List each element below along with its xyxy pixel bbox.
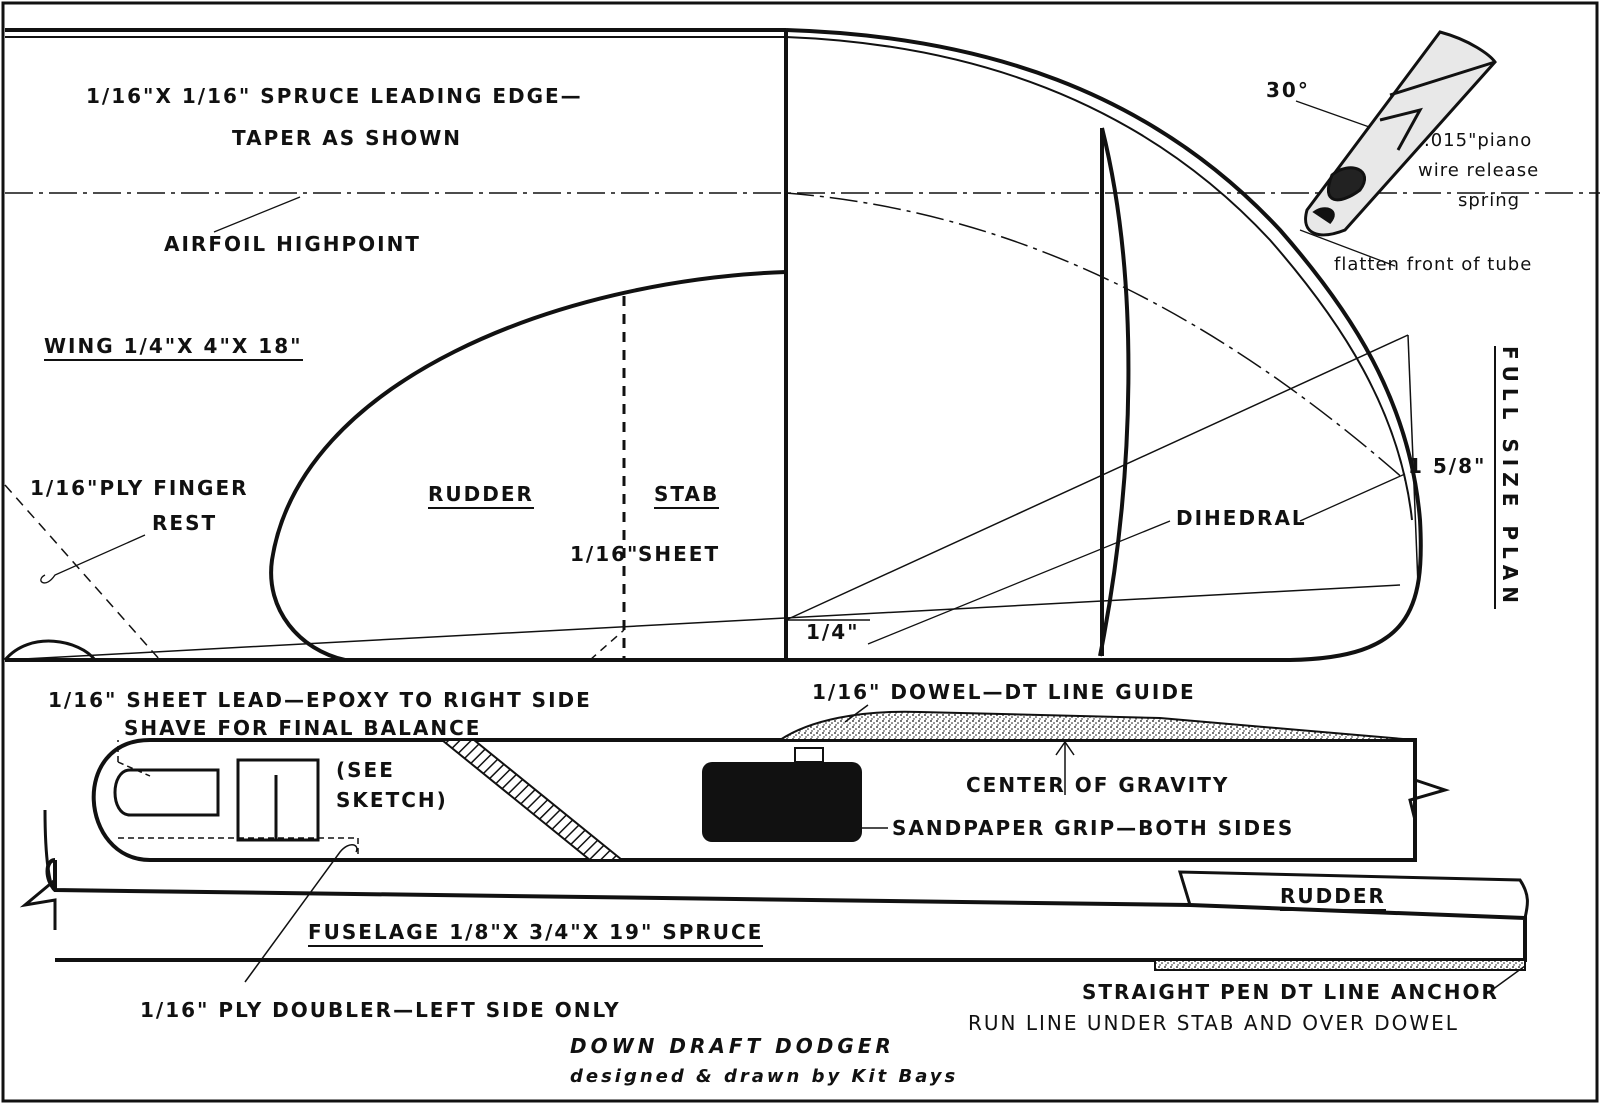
dihedral-lines bbox=[4, 334, 1419, 661]
wire-label-3: spring bbox=[1458, 190, 1521, 211]
leader-lines-top bbox=[40, 100, 1421, 645]
sandpaper-grip bbox=[702, 762, 862, 842]
wire-label-2: wire release bbox=[1418, 160, 1540, 181]
dowel-label: 1/16" DOWEL—DT LINE GUIDE bbox=[812, 680, 1196, 704]
designer-credit: designed & drawn by Kit Bays bbox=[570, 1066, 959, 1087]
pen-anchor-label: STRAIGHT PEN DT LINE ANCHOR bbox=[1082, 980, 1499, 1004]
rudder-bottom-label: RUDDER bbox=[1280, 886, 1386, 911]
sheet-size-label: 1/16" bbox=[570, 542, 640, 566]
flatten-tube-label: flatten front of tube bbox=[1334, 254, 1533, 275]
hatched-doubler-strip bbox=[439, 739, 625, 861]
plan-title: DOWN DRAFT DODGER bbox=[570, 1034, 895, 1058]
leading-edge-label: 1/16"X 1/16" SPRUCE LEADING EDGE— bbox=[86, 84, 583, 108]
release-spring-sketch bbox=[1304, 30, 1497, 237]
see-sketch-label-1: (SEE bbox=[336, 758, 395, 782]
wing-spec-label: WING 1/4"X 4"X 18" bbox=[44, 336, 303, 361]
fuselage-outline bbox=[43, 738, 1529, 962]
wire-label-1: .015"piano bbox=[1424, 130, 1533, 151]
sandpaper-grip-label: SANDPAPER GRIP—BOTH SIDES bbox=[892, 816, 1295, 840]
finger-rest bbox=[3, 484, 161, 661]
run-line-label: RUN LINE UNDER STAB AND OVER DOWEL bbox=[968, 1011, 1459, 1035]
stab-label: STAB bbox=[654, 484, 720, 509]
wing-outline bbox=[5, 28, 1423, 662]
break-symbols bbox=[19, 778, 1451, 930]
sheet-label: SHEET bbox=[638, 542, 721, 566]
fuselage-spec-label: FUSELAGE 1/8"X 3/4"X 19" SPRUCE bbox=[308, 922, 764, 947]
angle-label: 30° bbox=[1266, 78, 1310, 102]
see-sketch-label-2: SKETCH) bbox=[336, 788, 448, 812]
dt-clip bbox=[794, 747, 824, 763]
center-of-gravity-label: CENTER OF GRAVITY bbox=[966, 773, 1230, 797]
airfoil-highpoint-label: AIRFOIL HIGHPOINT bbox=[164, 232, 421, 256]
full-size-plan-label: FULL SIZE PLAN bbox=[1494, 346, 1522, 609]
ply-doubler-label: 1/16" PLY DOUBLER—LEFT SIDE ONLY bbox=[140, 998, 621, 1022]
leader-lines-bottom bbox=[244, 704, 1526, 996]
five-eighths-label: 1 5/8" bbox=[1408, 454, 1487, 478]
finger-rest-label-1: 1/16"PLY FINGER bbox=[30, 476, 249, 500]
dihedral-label: DIHEDRAL bbox=[1176, 506, 1307, 530]
rudder-top-label: RUDDER bbox=[428, 484, 534, 509]
pen-anchor bbox=[1154, 959, 1526, 971]
rudder-stab-panel bbox=[269, 270, 787, 662]
finger-rest-label-2: REST bbox=[152, 511, 218, 535]
sheet-lead-label: 1/16" SHEET LEAD—EPOXY TO RIGHT SIDE bbox=[48, 688, 592, 712]
taper-label: TAPER AS SHOWN bbox=[232, 126, 463, 150]
quarter-inch-label: 1/4" bbox=[806, 620, 860, 644]
shave-balance-label: SHAVE FOR FINAL BALANCE bbox=[124, 716, 482, 740]
dowel-fairing-stipple bbox=[776, 710, 1416, 741]
